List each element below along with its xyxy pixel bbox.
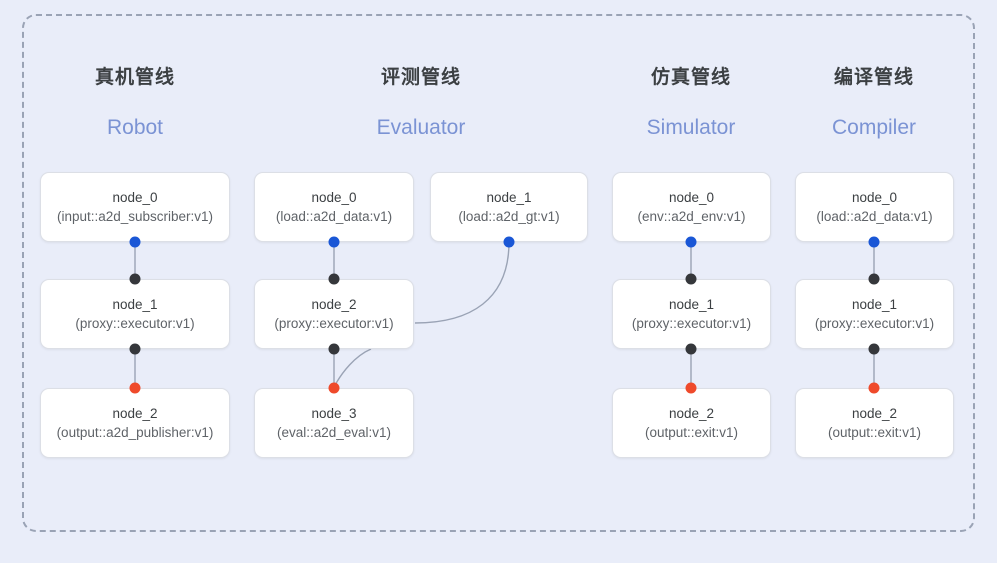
node-robot-2[interactable]: node_2 (output::a2d_publisher:v1): [40, 388, 230, 458]
node-evaluator-1[interactable]: node_1 (load::a2d_gt:v1): [430, 172, 588, 242]
port-input-evaluator-2[interactable]: [328, 273, 340, 285]
port-output-compiler-0[interactable]: [868, 236, 880, 248]
port-input-evaluator-3[interactable]: [328, 382, 340, 394]
node-evaluator-2[interactable]: node_2 (proxy::executor:v1): [254, 279, 414, 349]
node-evaluator-3[interactable]: node_3 (eval::a2d_eval:v1): [254, 388, 414, 458]
node-robot-0[interactable]: node_0 (input::a2d_subscriber:v1): [40, 172, 230, 242]
node-simulator-2[interactable]: node_2 (output::exit:v1): [612, 388, 771, 458]
node-type: (proxy::executor:v1): [814, 316, 935, 331]
node-id: node_0: [311, 190, 357, 205]
port-input-compiler-2[interactable]: [868, 382, 880, 394]
port-input-robot-2[interactable]: [129, 382, 141, 394]
node-id: node_3: [311, 406, 357, 421]
node-simulator-1[interactable]: node_1 (proxy::executor:v1): [612, 279, 771, 349]
node-id: node_2: [668, 406, 715, 421]
node-type: (input::a2d_subscriber:v1): [56, 209, 214, 224]
port-output-simulator-0[interactable]: [685, 236, 697, 248]
node-type: (proxy::executor:v1): [75, 316, 195, 331]
node-robot-1[interactable]: node_1 (proxy::executor:v1): [40, 279, 230, 349]
node-evaluator-0[interactable]: node_0 (load::a2d_data:v1): [254, 172, 414, 242]
node-id: node_2: [311, 297, 357, 312]
node-type: (load::a2d_data:v1): [275, 209, 393, 224]
port-output-robot-1[interactable]: [129, 343, 141, 355]
pipeline-frame: [22, 14, 975, 532]
port-output-evaluator-1[interactable]: [503, 236, 515, 248]
port-input-simulator-2[interactable]: [685, 382, 697, 394]
node-id: node_0: [668, 190, 715, 205]
node-id: node_1: [486, 190, 532, 205]
node-type: (eval::a2d_eval:v1): [276, 425, 392, 440]
node-id: node_0: [851, 190, 898, 205]
node-compiler-0[interactable]: node_0 (load::a2d_data:v1): [795, 172, 954, 242]
port-input-robot-1[interactable]: [129, 273, 141, 285]
node-type: (output::a2d_publisher:v1): [56, 425, 214, 440]
node-id: node_2: [851, 406, 898, 421]
port-output-simulator-1[interactable]: [685, 343, 697, 355]
node-id: node_2: [112, 406, 158, 421]
node-type: (env::a2d_env:v1): [637, 209, 746, 224]
port-output-robot-0[interactable]: [129, 236, 141, 248]
node-id: node_1: [668, 297, 715, 312]
node-id: node_1: [851, 297, 898, 312]
node-type: (load::a2d_gt:v1): [458, 209, 560, 224]
node-type: (output::exit:v1): [827, 425, 922, 440]
node-simulator-0[interactable]: node_0 (env::a2d_env:v1): [612, 172, 771, 242]
port-input-simulator-1[interactable]: [685, 273, 697, 285]
node-type: (output::exit:v1): [644, 425, 739, 440]
port-input-compiler-1[interactable]: [868, 273, 880, 285]
node-id: node_0: [112, 190, 158, 205]
port-output-compiler-1[interactable]: [868, 343, 880, 355]
node-compiler-2[interactable]: node_2 (output::exit:v1): [795, 388, 954, 458]
node-type: (proxy::executor:v1): [631, 316, 752, 331]
port-output-evaluator-2[interactable]: [328, 343, 340, 355]
node-type: (load::a2d_data:v1): [816, 209, 933, 224]
node-type: (proxy::executor:v1): [274, 316, 394, 331]
port-output-evaluator-0[interactable]: [328, 236, 340, 248]
node-id: node_1: [112, 297, 158, 312]
node-compiler-1[interactable]: node_1 (proxy::executor:v1): [795, 279, 954, 349]
